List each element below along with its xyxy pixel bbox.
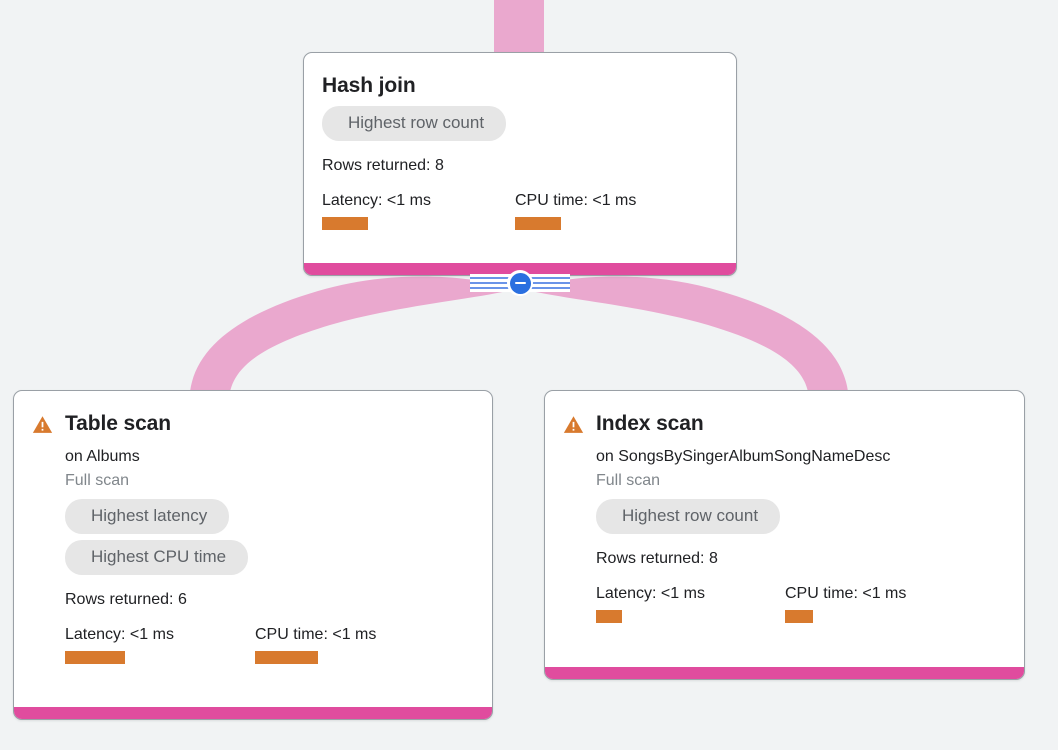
node-hash-join[interactable]: Hash join Highest row count Rows returne… [303, 52, 737, 276]
node-index-scan-content: Index scan on SongsBySingerAlbumSongName… [596, 411, 906, 623]
metric-cpu-bar [785, 610, 813, 623]
metric-cpu: CPU time: <1 ms [785, 584, 906, 623]
metric-cpu-label: CPU time: <1 ms [515, 192, 637, 209]
node-accent-bar [545, 667, 1024, 679]
rows-returned: Rows returned: 8 [596, 550, 718, 567]
node-subtitle: on SongsBySingerAlbumSongNameDesc [596, 448, 891, 465]
node-scan-type: Full scan [65, 472, 130, 489]
metric-latency: Latency: <1 ms [322, 191, 515, 230]
node-title: Index scan [596, 412, 704, 435]
metric-latency-bar [65, 651, 125, 664]
node-chips: Highest row count [596, 499, 906, 540]
node-accent-bar [14, 707, 492, 719]
node-table-scan[interactable]: Table scan on Albums Full scan Highest l… [13, 390, 493, 720]
metric-cpu-label: CPU time: <1 ms [255, 626, 377, 643]
node-index-scan[interactable]: Index scan on SongsBySingerAlbumSongName… [544, 390, 1025, 680]
node-table-scan-body: Table scan on Albums Full scan Highest l… [14, 391, 492, 678]
toggle-knob[interactable] [509, 272, 531, 294]
chip-highest-row-count[interactable]: Highest row count [596, 499, 781, 534]
warning-triangle-icon [32, 414, 53, 435]
metric-latency-label: Latency: <1 ms [322, 192, 431, 209]
metric-cpu: CPU time: <1 ms [255, 625, 376, 664]
chip-highest-latency[interactable]: Highest latency [65, 499, 230, 534]
metric-latency-bar [596, 610, 622, 623]
node-table-scan-header: Table scan on Albums Full scan Highest l… [32, 411, 474, 664]
metric-latency-bar [322, 217, 368, 230]
metric-latency: Latency: <1 ms [596, 584, 785, 623]
node-accent-bar [304, 263, 736, 275]
metric-cpu-label: CPU time: <1 ms [785, 585, 907, 602]
node-hash-join-header: Hash join Highest row count Rows returne… [322, 73, 718, 230]
node-hash-join-body: Hash join Highest row count Rows returne… [304, 53, 736, 244]
chip-highest-cpu-time[interactable]: Highest CPU time [65, 540, 249, 575]
node-scan-type: Full scan [596, 472, 661, 489]
node-metrics: Latency: <1 ms CPU time: <1 ms [322, 191, 636, 230]
flow-edge-to-index-scan [522, 276, 848, 392]
warning-triangle-icon [563, 414, 584, 435]
node-metrics: Latency: <1 ms CPU time: <1 ms [596, 584, 906, 623]
metric-cpu-bar [515, 217, 561, 230]
rows-returned: Rows returned: 6 [65, 591, 187, 608]
node-index-scan-header: Index scan on SongsBySingerAlbumSongName… [563, 411, 1006, 623]
flow-edge-to-table-scan [190, 276, 516, 392]
node-hash-join-content: Hash join Highest row count Rows returne… [322, 73, 636, 230]
metric-cpu-bar [255, 651, 318, 664]
node-table-scan-content: Table scan on Albums Full scan Highest l… [65, 411, 376, 664]
node-subtitle: on Albums [65, 448, 140, 465]
node-metrics: Latency: <1 ms CPU time: <1 ms [65, 625, 376, 664]
metric-latency: Latency: <1 ms [65, 625, 255, 664]
node-title: Table scan [65, 412, 171, 435]
metric-latency-label: Latency: <1 ms [65, 626, 174, 643]
node-chips: Highest row count [322, 106, 636, 147]
node-index-scan-body: Index scan on SongsBySingerAlbumSongName… [545, 391, 1024, 637]
minus-icon [514, 281, 526, 285]
metric-latency-label: Latency: <1 ms [596, 585, 705, 602]
collapse-toggle-button[interactable] [470, 270, 570, 296]
node-chips: Highest latency Highest CPU time [65, 499, 376, 581]
metric-cpu: CPU time: <1 ms [515, 191, 636, 230]
chip-highest-row-count[interactable]: Highest row count [322, 106, 507, 141]
flow-edge-incoming [494, 0, 544, 54]
toggle-knob-ring [507, 270, 533, 296]
node-title: Hash join [322, 74, 416, 97]
rows-returned: Rows returned: 8 [322, 157, 444, 174]
